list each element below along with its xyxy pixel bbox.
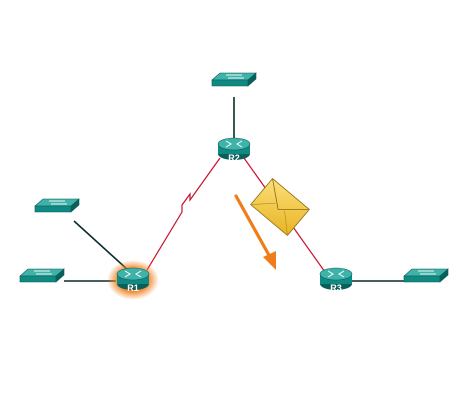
router-r1-icon (116, 267, 150, 290)
switch-top-icon[interactable] (211, 72, 257, 87)
router-r2-label: R2 (228, 153, 240, 163)
link-sw-left-upper-r1 (73, 220, 129, 271)
router-r2-icon (217, 137, 251, 160)
router-r1-label: R1 (127, 283, 139, 293)
switch-left-lower-icon[interactable] (19, 268, 65, 283)
router-r3-label: R3 (330, 283, 342, 293)
envelope-icon (250, 177, 310, 237)
router-r3[interactable]: R3 (319, 267, 353, 293)
router-r3-icon (319, 267, 353, 290)
traffic-arrow (234, 194, 276, 270)
router-r2[interactable]: R2 (217, 137, 251, 163)
switch-left-upper-icon[interactable] (34, 198, 80, 213)
link-serial-r1-r2 (146, 157, 221, 271)
router-r1[interactable]: R1 (107, 260, 159, 300)
switch-right-icon[interactable] (403, 268, 449, 283)
